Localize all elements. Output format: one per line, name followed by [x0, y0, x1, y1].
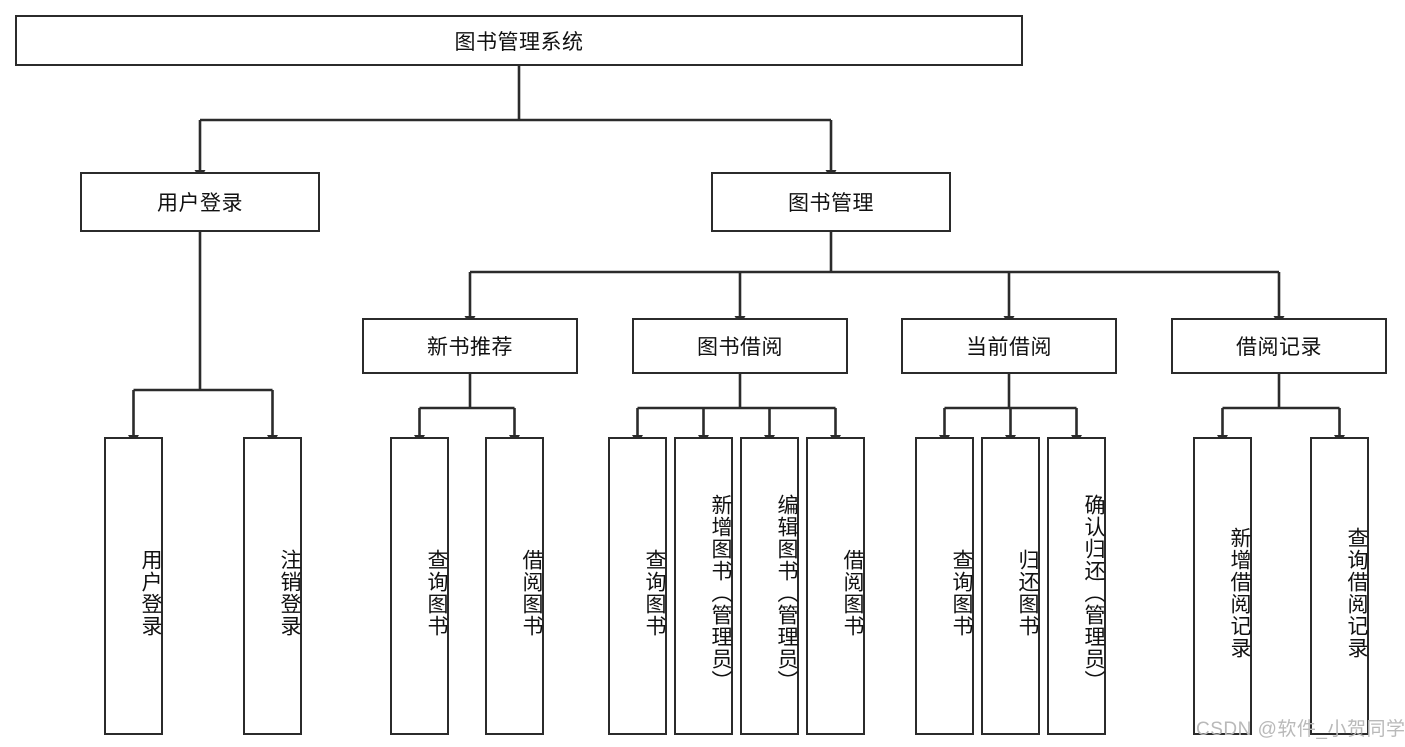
node-level3-borrow-record[interactable]: 借阅记录	[1171, 318, 1387, 374]
node-leaf-leaf-add-book[interactable]: 新增图书（管理员）	[674, 437, 733, 735]
node-leaf-leaf-query-book-3[interactable]: 查询图书	[915, 437, 974, 735]
node-root-root[interactable]: 图书管理系统	[15, 15, 1023, 66]
node-label: 注销登录	[278, 549, 301, 637]
node-leaf-leaf-confirm-return[interactable]: 确认归还（管理员）	[1047, 437, 1106, 735]
node-leaf-leaf-edit-book[interactable]: 编辑图书（管理员）	[740, 437, 799, 735]
node-leaf-leaf-query-book-1[interactable]: 查询图书	[390, 437, 449, 735]
node-label: 借阅图书	[520, 549, 543, 637]
node-label: 新增图书（管理员）	[709, 494, 732, 692]
node-leaf-leaf-add-record[interactable]: 新增借阅记录	[1193, 437, 1252, 735]
node-level2-book-manage[interactable]: 图书管理	[711, 172, 951, 232]
node-leaf-leaf-query-book-2[interactable]: 查询图书	[608, 437, 667, 735]
node-label: 新增借阅记录	[1228, 527, 1251, 659]
node-level3-book-borrow[interactable]: 图书借阅	[632, 318, 848, 374]
node-leaf-leaf-query-record[interactable]: 查询借阅记录	[1310, 437, 1369, 735]
node-label: 用户登录	[157, 192, 243, 215]
node-label: 图书管理	[788, 192, 874, 215]
node-label: 查询借阅记录	[1345, 527, 1368, 659]
node-level3-new-book-rec[interactable]: 新书推荐	[362, 318, 578, 374]
node-label: 查询图书	[643, 549, 666, 637]
node-label: 图书借阅	[697, 336, 783, 359]
node-label: 编辑图书（管理员）	[775, 494, 798, 692]
node-label: 查询图书	[425, 549, 448, 637]
node-leaf-leaf-user-login[interactable]: 用户登录	[104, 437, 163, 735]
node-label: 借阅记录	[1236, 336, 1322, 359]
node-label: 查询图书	[950, 549, 973, 637]
node-label: 归还图书	[1016, 549, 1039, 637]
node-label: 用户登录	[139, 549, 162, 637]
node-label: 借阅图书	[841, 549, 864, 637]
csdn-watermark: CSDN @软件_小贺同学	[1196, 719, 1405, 740]
node-level3-current-borrow[interactable]: 当前借阅	[901, 318, 1117, 374]
node-leaf-leaf-return-book[interactable]: 归还图书	[981, 437, 1040, 735]
node-label: 当前借阅	[966, 336, 1052, 359]
node-label: 图书管理系统	[454, 30, 584, 54]
node-leaf-leaf-borrow-book-2[interactable]: 借阅图书	[806, 437, 865, 735]
node-label: 确认归还（管理员）	[1082, 494, 1105, 692]
node-leaf-leaf-logout[interactable]: 注销登录	[243, 437, 302, 735]
node-label: 新书推荐	[427, 336, 513, 359]
node-level2-user-login[interactable]: 用户登录	[80, 172, 320, 232]
node-leaf-leaf-borrow-book-1[interactable]: 借阅图书	[485, 437, 544, 735]
